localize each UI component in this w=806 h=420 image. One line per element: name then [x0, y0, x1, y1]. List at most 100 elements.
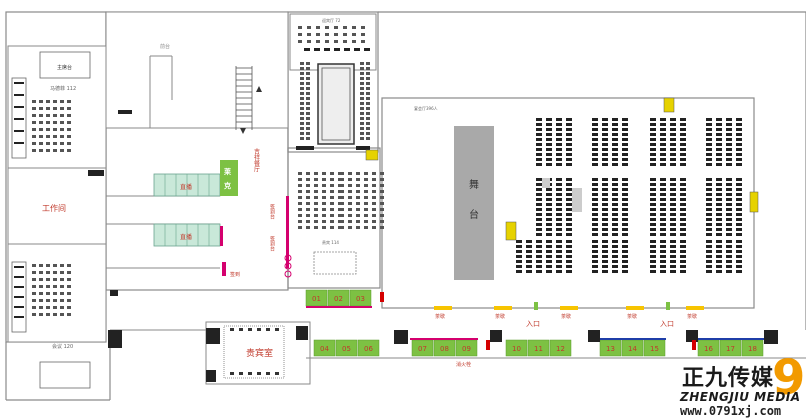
seat-left-top: [32, 121, 36, 124]
top-hall-desk: [354, 48, 360, 51]
center-room-seat: [348, 226, 352, 229]
seat-left-bottom: [46, 264, 50, 267]
banquet-seat-row: [660, 265, 666, 268]
banquet-seat-row: [546, 138, 552, 141]
seat-left-bottom: [46, 271, 50, 274]
banquet-seat-row: [516, 260, 522, 263]
banquet-seat-row: [736, 250, 742, 253]
banquet-seat-row: [556, 223, 562, 226]
left-top-side-table: [11, 77, 27, 159]
banquet-seat-row: [516, 265, 522, 268]
banquet-seat-row: [592, 228, 598, 231]
banquet-seat-row: [536, 133, 542, 136]
center-room-seat: [364, 220, 368, 223]
banquet-seat-row: [670, 250, 676, 253]
banquet-seat-row: [526, 245, 532, 248]
banquet-seat-row: [526, 255, 532, 258]
banquet-seat-row: [726, 208, 732, 211]
banquet-seat-row: [566, 223, 572, 226]
banquet-seat-row: [592, 143, 598, 146]
banquet-seat-row: [726, 183, 732, 186]
banquet-seat-row: [670, 213, 676, 216]
top-left-title: 主席台: [57, 64, 72, 71]
banquet-seat-row: [716, 218, 722, 221]
magenta-wall: [286, 196, 289, 268]
center-room-seat: [314, 184, 318, 187]
vip-seat: [239, 328, 243, 331]
seat-left-top: [60, 142, 64, 145]
banquet-seat-row: [650, 255, 656, 258]
seat-left-top: [60, 128, 64, 131]
center-room-seat: [314, 208, 318, 211]
banquet-seat-row: [660, 118, 666, 121]
banquet-seat-row: [612, 255, 618, 258]
banquet-seat-row: [670, 118, 676, 121]
exhibition-booth: [335, 339, 358, 357]
banquet-seat-row: [660, 213, 666, 216]
center-room-outline: [287, 147, 381, 289]
seat-left-top: [53, 107, 57, 110]
banquet-seat-row: [736, 218, 742, 221]
top-hall-seat: [366, 62, 370, 65]
banquet-seat-row: [706, 118, 712, 121]
seat-left-bottom: [46, 306, 50, 309]
banquet-seat-row: [602, 250, 608, 253]
banquet-seat-row: [670, 208, 676, 211]
banquet-seat-row: [612, 203, 618, 206]
left-bottom-side-table: [11, 261, 27, 333]
seat-left-bottom: [39, 313, 43, 316]
banquet-seat-row: [536, 143, 542, 146]
banquet-seat-row: [670, 183, 676, 186]
banquet-seat-row: [516, 250, 522, 253]
banquet-seat-row: [622, 233, 628, 236]
seat-left-bottom: [53, 306, 57, 309]
banquet-seat-row: [536, 128, 542, 131]
center-room-seat: [314, 226, 318, 229]
banquet-seat-row: [736, 240, 742, 243]
banquet-seat-row: [546, 265, 552, 268]
top-hall-top-seat: [307, 40, 311, 43]
stage-label: 台: [469, 208, 479, 221]
banquet-seat-row: [736, 123, 742, 126]
seat-left-bottom: [60, 292, 64, 295]
top-hall-seat: [300, 122, 304, 125]
banquet-seat-row: [612, 245, 618, 248]
seat-left-top: [67, 114, 71, 117]
seat-left-top: [53, 100, 57, 103]
banquet-seat-row: [670, 265, 676, 268]
left-top-side-seat: [14, 142, 24, 144]
magenta-strip: [220, 226, 223, 246]
banquet-seat-row: [556, 123, 562, 126]
banquet-seat-row: [670, 193, 676, 196]
center-room-seat: [306, 190, 310, 193]
vip-seat: [248, 372, 252, 375]
seat-left-bottom: [67, 292, 71, 295]
banquet-seat-row: [536, 223, 542, 226]
banquet-seat-row: [716, 223, 722, 226]
top-hall-seat: [360, 137, 364, 140]
banquet-seat-row: [602, 178, 608, 181]
banquet-seat-row: [670, 143, 676, 146]
top-hall-top-seat: [298, 26, 302, 29]
banquet-seat-row: [566, 218, 572, 221]
seat-left-top: [53, 114, 57, 117]
pillar: [108, 330, 122, 348]
brand-logo: 正九传媒 9 ZHENGJIU MEDIA www.0791xj.com: [660, 350, 806, 420]
center-room-seat: [364, 196, 368, 199]
magenta-strip: [222, 262, 226, 276]
top-hall-seat: [306, 122, 310, 125]
top-hall-seat: [360, 77, 364, 80]
seat-left-top: [67, 100, 71, 103]
banquet-seat-row: [612, 148, 618, 151]
center-room-seat: [330, 196, 334, 199]
banquet-seat-row: [726, 203, 732, 206]
booth-number: 01: [312, 295, 321, 303]
hall-column: [542, 178, 550, 188]
banquet-seat-row: [680, 233, 686, 236]
center-room-seat: [298, 202, 302, 205]
booth-strip: [306, 306, 372, 308]
banquet-seat-row: [736, 118, 742, 121]
banquet-seat-row: [716, 233, 722, 236]
banquet-seat-row: [546, 158, 552, 161]
banquet-seat-row: [650, 193, 656, 196]
